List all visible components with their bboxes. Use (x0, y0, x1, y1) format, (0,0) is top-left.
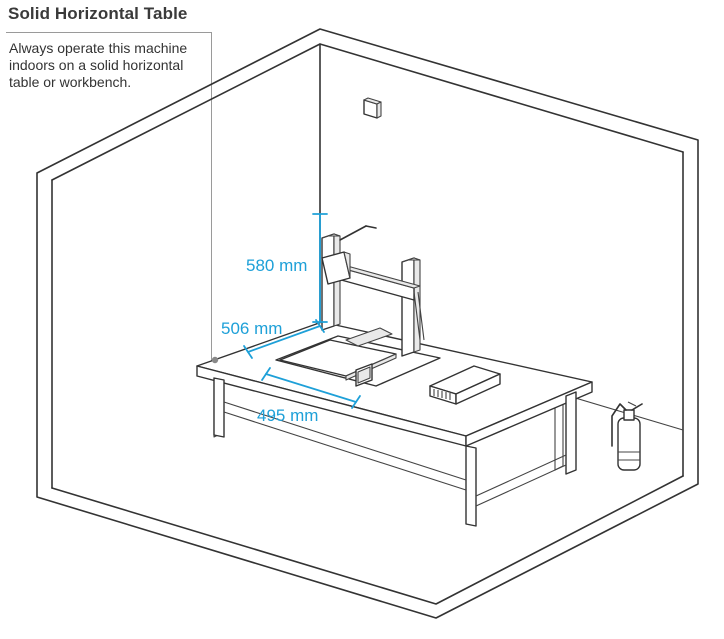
page-title: Solid Horizontal Table (8, 4, 188, 23)
callout-rule (6, 32, 211, 33)
width-dimension-label: 495 mm (257, 406, 318, 425)
depth-dimension: 506 mm (221, 319, 325, 359)
depth-dimension-label: 506 mm (221, 319, 282, 338)
wall-outlet-icon (363, 97, 382, 119)
height-dimension-label: 580 mm (246, 256, 307, 275)
3d-printer-icon (275, 225, 441, 387)
power-supply-box-icon (429, 365, 501, 405)
workbench-table (196, 321, 593, 527)
height-dimension: 580 mm (246, 213, 328, 323)
room-outline (36, 28, 699, 619)
width-dimension: 495 mm (257, 367, 361, 425)
fire-extinguisher-icon (611, 401, 643, 471)
callout-leader-line (211, 32, 212, 362)
instruction-text: Always operate this machine indoors on a… (9, 40, 188, 90)
